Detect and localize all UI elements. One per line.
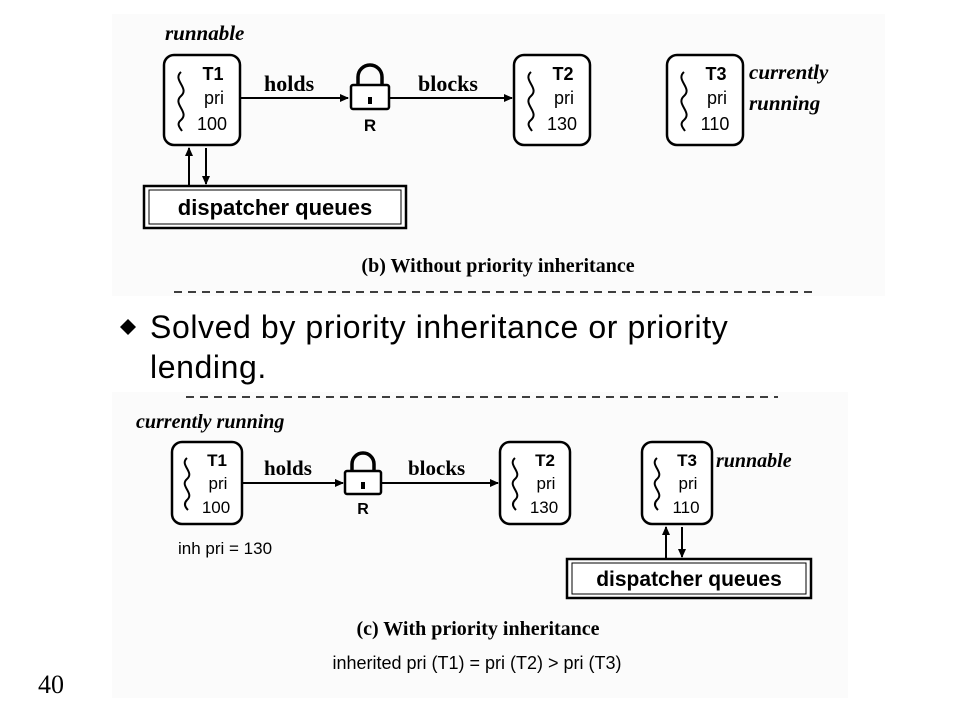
thread-name: T1 — [207, 451, 227, 470]
resource-label: R — [357, 501, 369, 518]
thread-pri-label: pri — [554, 88, 574, 108]
thread-t1-box: T1 pri 100 — [170, 440, 244, 526]
dispatcher-queues-label: dispatcher queues — [596, 568, 782, 591]
t3-state-label: running — [749, 91, 820, 115]
holds-label: holds — [264, 456, 312, 480]
diamond-bullet-icon — [120, 319, 136, 335]
thread-squiggle-icon — [511, 457, 519, 511]
bullet-text: Solved by priority inheritance or priori… — [150, 309, 729, 385]
figure-footnote: inherited pri (T1) = pri (T2) > pri (T3) — [332, 653, 621, 673]
thread-squiggle-icon — [527, 71, 535, 132]
thread-name: T3 — [705, 64, 726, 84]
thread-t3-box: T3 pri 110 — [665, 53, 745, 147]
thread-name: T3 — [677, 451, 697, 470]
thread-pri-label: pri — [707, 88, 727, 108]
page-number: 40 — [38, 670, 64, 699]
thread-pri-value: 130 — [547, 114, 577, 134]
thread-t3-box: T3 pri 110 — [640, 440, 714, 526]
thread-pri-label: pri — [209, 474, 228, 493]
figure-caption: (c) With priority inheritance — [356, 618, 599, 640]
lock-icon — [343, 451, 383, 496]
dispatcher-queues-box: dispatcher queues — [565, 557, 813, 600]
t3-state-label: currently — [749, 60, 829, 84]
thread-pri-value: 110 — [701, 114, 730, 134]
thread-squiggle-icon — [177, 71, 185, 132]
scan-background-top — [112, 14, 885, 296]
lock-icon — [349, 63, 391, 111]
thread-name: T1 — [202, 64, 223, 84]
thread-squiggle-icon — [653, 457, 661, 511]
thread-t2-box: T2 pri 130 — [498, 440, 572, 526]
thread-pri-value: 130 — [530, 498, 558, 517]
thread-pri-label: pri — [537, 474, 556, 493]
thread-squiggle-icon — [183, 457, 191, 511]
dispatcher-queues-box: dispatcher queues — [142, 184, 408, 230]
thread-pri-value: 100 — [197, 114, 227, 134]
figure-caption: (b) Without priority inheritance — [361, 255, 634, 277]
thread-pri-label: pri — [204, 88, 224, 108]
dispatcher-queues-label: dispatcher queues — [178, 195, 372, 220]
t1-state-label: runnable — [165, 21, 244, 45]
blocks-label: blocks — [408, 456, 465, 480]
blocks-label: blocks — [418, 71, 478, 96]
thread-pri-value: 100 — [202, 498, 230, 517]
thread-name: T2 — [552, 64, 573, 84]
thread-name: T2 — [535, 451, 555, 470]
thread-t1-box: T1 pri 100 — [162, 53, 242, 147]
resource-label: R — [364, 116, 376, 135]
thread-t2-box: T2 pri 130 — [512, 53, 592, 147]
t1-state-label: currently running — [136, 411, 284, 433]
inherited-priority-note: inh pri = 130 — [178, 539, 272, 558]
thread-squiggle-icon — [680, 71, 688, 132]
thread-pri-label: pri — [679, 474, 698, 493]
holds-label: holds — [264, 71, 315, 96]
thread-pri-value: 110 — [672, 498, 699, 517]
t3-state-label: runnable — [716, 450, 792, 472]
